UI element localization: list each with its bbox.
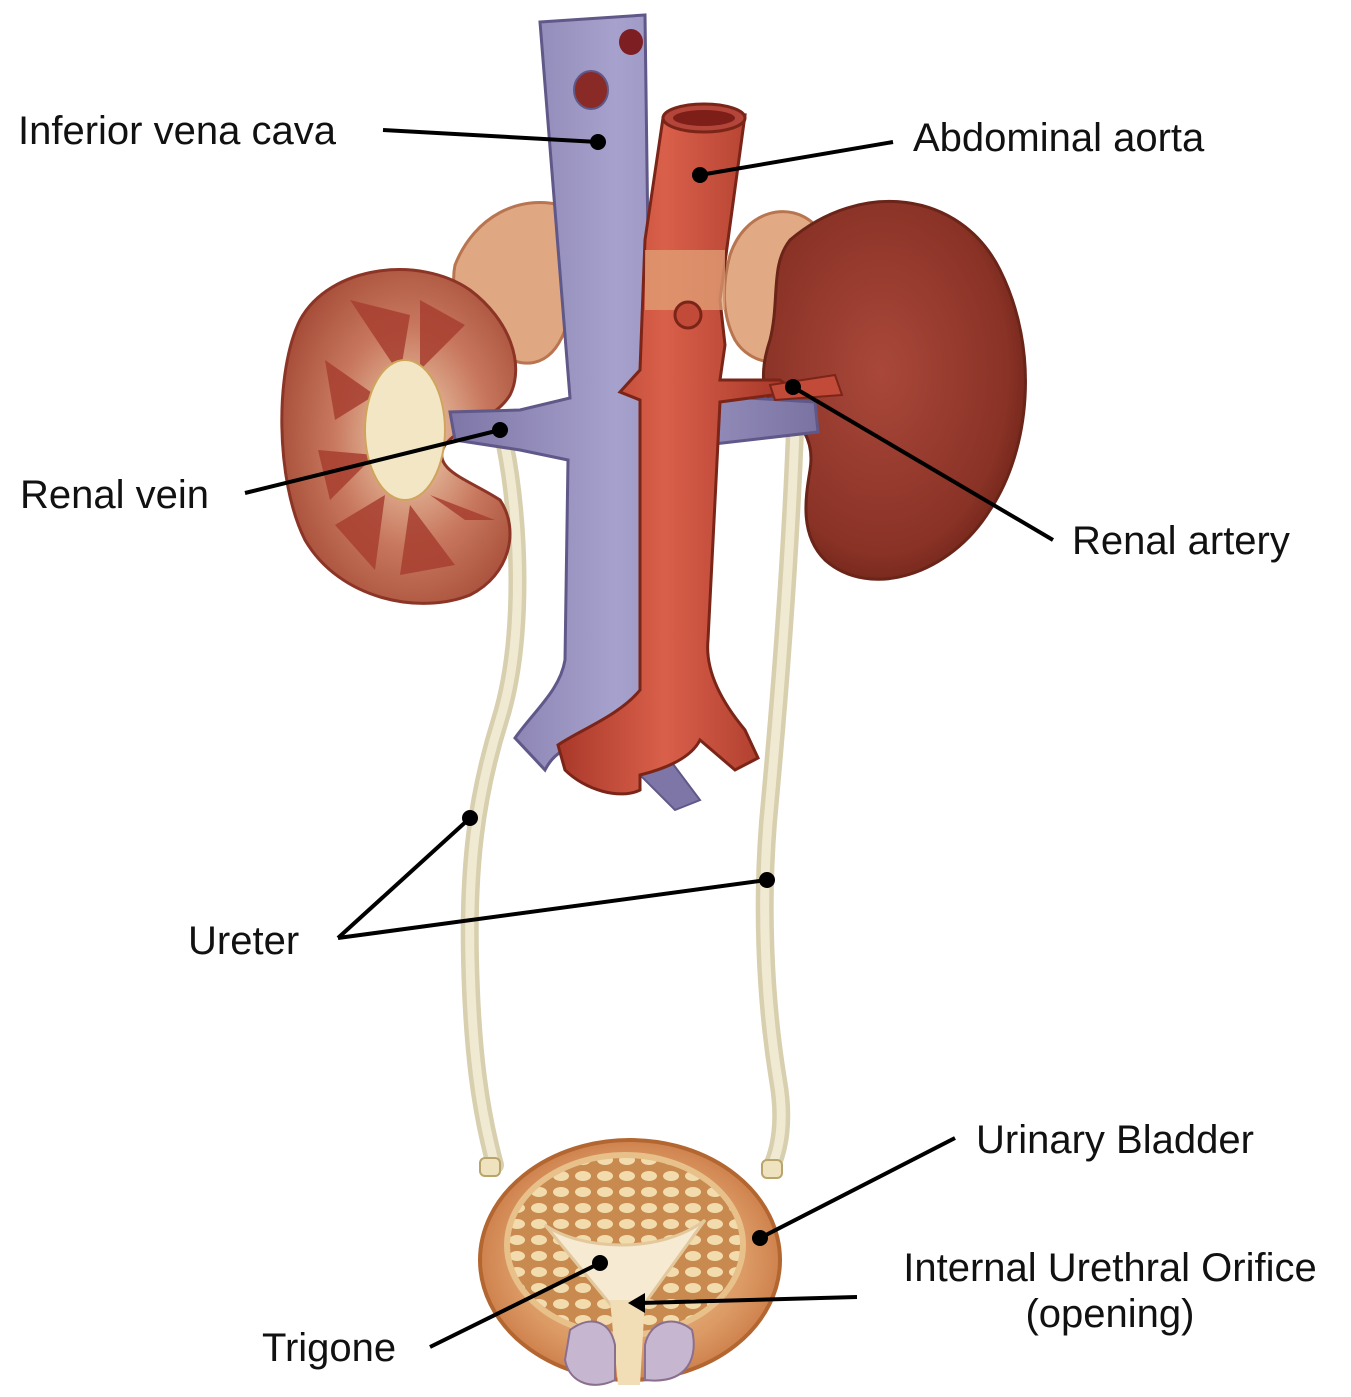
bladder-dot <box>752 1230 768 1246</box>
renal-pelvis <box>365 360 445 500</box>
aorta-dot <box>692 167 708 183</box>
orifice-label-line2: (opening) <box>877 1291 1343 1337</box>
renal-artery-dot <box>785 379 801 395</box>
ureter-leader-line-left <box>338 818 470 938</box>
abdominal-aorta-label: Abdominal aorta <box>913 115 1204 161</box>
renal-vein-dot <box>492 422 508 438</box>
orifice-label-line1: Internal Urethral Orifice <box>877 1245 1343 1291</box>
ureter-leader-line-right <box>338 880 767 938</box>
ureter-left-dot <box>462 810 478 826</box>
ivc-opening <box>619 29 643 55</box>
prostate <box>565 1322 615 1385</box>
ureter-right-dot <box>759 872 775 888</box>
trigone-dot <box>592 1255 608 1271</box>
urinary-bladder-label: Urinary Bladder <box>976 1117 1254 1163</box>
internal-urethral-orifice-label: Internal Urethral Orifice (opening) <box>877 1245 1343 1337</box>
trigone-label: Trigone <box>262 1325 396 1371</box>
inferior-vena-cava-label: Inferior vena cava <box>18 108 336 154</box>
renal-artery-label: Renal artery <box>1072 518 1290 564</box>
bladder-leader-line <box>760 1138 955 1238</box>
ureter-label: Ureter <box>188 918 299 964</box>
ivc-dot <box>590 134 606 150</box>
renal-vein-label: Renal vein <box>20 472 209 518</box>
